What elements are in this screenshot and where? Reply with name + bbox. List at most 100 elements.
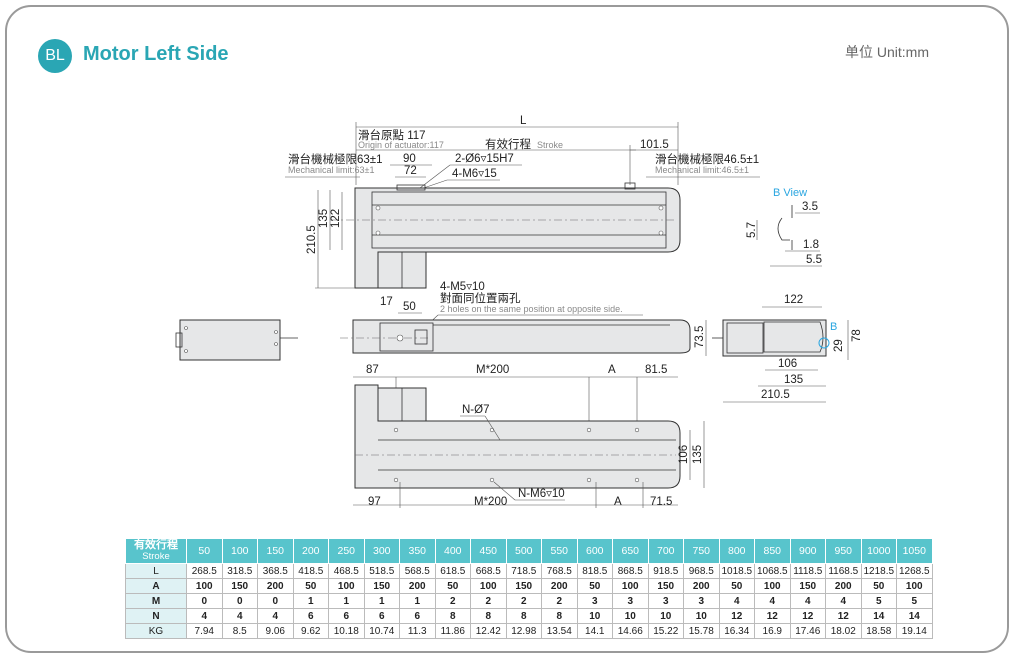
- spec-cell: 10: [683, 608, 720, 624]
- spec-cell: 10.74: [363, 623, 400, 639]
- spec-cell: 11.86: [434, 623, 471, 639]
- spec-row-label: KG: [125, 623, 187, 639]
- b-marker: B: [830, 321, 837, 333]
- spec-cell: 9.06: [257, 623, 294, 639]
- spec-cell: 7.94: [186, 623, 223, 639]
- spec-cell: 4: [221, 608, 258, 624]
- model-badge: BL: [38, 39, 72, 73]
- side-dim-17: 17: [380, 296, 393, 308]
- spec-row-label: M: [125, 593, 187, 609]
- stroke-column-header: 750: [683, 538, 720, 564]
- bot-dim-97: 97: [368, 496, 381, 508]
- spec-cell: 11.3: [399, 623, 436, 639]
- side-view: 4-M5▿10 對面同位置兩孔 2 holes on the same posi…: [340, 281, 691, 354]
- spec-cell: 15.78: [683, 623, 720, 639]
- spec-cell: 200: [257, 578, 294, 594]
- spec-cell: 8.5: [221, 623, 258, 639]
- spec-cell: 8: [470, 608, 507, 624]
- spec-cell: 50: [860, 578, 897, 594]
- spec-cell: 4: [186, 608, 223, 624]
- spec-cell: 1: [399, 593, 436, 609]
- bot-a-bottom: A: [614, 496, 622, 508]
- spec-cell: 418.5: [292, 563, 329, 579]
- spec-cell: 18.58: [860, 623, 897, 639]
- mech-limit-right-cn: 滑台機械極限46.5±1: [655, 152, 759, 166]
- b-dim-5-5: 5.5: [806, 254, 822, 266]
- side-dim-50: 50: [403, 301, 416, 313]
- spec-cell: 2: [541, 593, 578, 609]
- spec-row-label: A: [125, 578, 187, 594]
- bot-a-top: A: [608, 364, 616, 376]
- mech-limit-left-cn: 滑台機械極限63±1: [288, 152, 383, 166]
- spec-cell: 12: [825, 608, 862, 624]
- stroke-column-header: 100: [221, 538, 258, 564]
- spec-cell: 12: [789, 608, 826, 624]
- stroke-column-header: 300: [363, 538, 400, 564]
- stroke-column-header: 500: [505, 538, 542, 564]
- spec-cell: 8: [434, 608, 471, 624]
- spec-cell: 918.5: [647, 563, 684, 579]
- spec-cell: 10.18: [328, 623, 365, 639]
- mech-limit-right-en: Mechanical limit:46.5±1: [655, 165, 749, 175]
- spec-cell: 268.5: [186, 563, 223, 579]
- stroke-header: 有效行程 Stroke: [125, 538, 187, 564]
- stroke-column-header: 400: [434, 538, 471, 564]
- spec-cell: 100: [896, 578, 933, 594]
- bot-dim-71-5: 71.5: [650, 496, 672, 508]
- spec-cell: 14: [860, 608, 897, 624]
- end-dim-78: 78: [851, 329, 863, 342]
- stroke-column-header: 700: [647, 538, 684, 564]
- spec-cell: 100: [328, 578, 365, 594]
- dim-L: L: [520, 115, 527, 127]
- spec-cell: 17.46: [789, 623, 826, 639]
- spec-cell: 368.5: [257, 563, 294, 579]
- stroke-header-en: Stroke: [142, 551, 170, 562]
- stroke-column-header: 900: [789, 538, 826, 564]
- spec-cell: 10: [576, 608, 613, 624]
- spec-cell: 0: [257, 593, 294, 609]
- pin-holes-label: 2-Ø6▿15H7: [455, 153, 514, 165]
- spec-cell: 19.14: [896, 623, 933, 639]
- stroke-column-header: 950: [825, 538, 862, 564]
- spec-cell: 50: [576, 578, 613, 594]
- spec-cell: 968.5: [683, 563, 720, 579]
- spec-cell: 3: [576, 593, 613, 609]
- spec-cell: 4: [718, 593, 755, 609]
- spec-cell: 16.9: [754, 623, 791, 639]
- bot-dim-87: 87: [366, 364, 379, 376]
- unit-label: 单位 Unit:mm: [845, 44, 929, 60]
- spec-cell: 14.66: [612, 623, 649, 639]
- spec-cell: 2: [434, 593, 471, 609]
- dim-135: 135: [318, 209, 330, 228]
- spec-cell: 15.22: [647, 623, 684, 639]
- spec-cell: 3: [647, 593, 684, 609]
- spec-cell: 1168.5: [825, 563, 862, 579]
- spec-cell: 3: [612, 593, 649, 609]
- origin-en: Origin of actuator:117: [358, 140, 444, 150]
- spec-cell: 6: [363, 608, 400, 624]
- spec-cell: 5: [860, 593, 897, 609]
- stroke-column-header: 150: [257, 538, 294, 564]
- spec-cell: 1: [292, 593, 329, 609]
- end-dim-122: 122: [784, 294, 803, 306]
- spec-cell: 6: [328, 608, 365, 624]
- spec-cell: 618.5: [434, 563, 471, 579]
- spec-cell: 8: [505, 608, 542, 624]
- stroke-column-header: 800: [718, 538, 755, 564]
- spec-cell: 868.5: [612, 563, 649, 579]
- bot-m200-bottom: M*200: [474, 496, 507, 508]
- bot-dim-106: 106: [678, 445, 690, 464]
- spec-cell: 1068.5: [754, 563, 791, 579]
- spec-cell: 1018.5: [718, 563, 755, 579]
- spec-cell: 200: [541, 578, 578, 594]
- end-dim-29: 29: [833, 339, 845, 352]
- spec-cell: 50: [292, 578, 329, 594]
- b-dim-5-7: 5.7: [746, 222, 758, 238]
- stroke-en: Stroke: [537, 140, 563, 150]
